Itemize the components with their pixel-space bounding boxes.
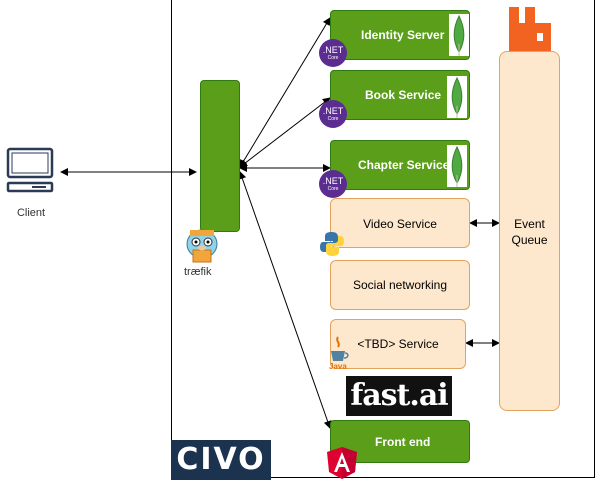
video-service-box: Video Service bbox=[330, 198, 470, 248]
python-logo bbox=[320, 232, 344, 256]
book-service-label: Book Service bbox=[365, 88, 442, 102]
mongodb-icon bbox=[447, 145, 467, 187]
java-cup bbox=[331, 336, 349, 361]
java-icon: Java bbox=[327, 335, 349, 373]
rabbitmq-icon bbox=[507, 5, 553, 53]
identity-server-label: Identity Server bbox=[361, 28, 445, 42]
monitor-icon bbox=[6, 147, 54, 193]
chapter-service-box: Chapter Service bbox=[330, 140, 470, 190]
mongodb-icon bbox=[447, 76, 467, 118]
event-queue-label: Event Queue bbox=[511, 217, 548, 247]
event-queue-box: Event Queue bbox=[499, 51, 560, 411]
tbd-service-box: <TBD> Service bbox=[330, 319, 466, 369]
chapter-service-label: Chapter Service bbox=[358, 158, 450, 172]
mongodb-icon bbox=[449, 14, 469, 56]
deployment-frame bbox=[171, 0, 595, 478]
civo-label: CIVO bbox=[176, 442, 266, 477]
rabbitmq-logo bbox=[509, 7, 551, 51]
traefik-label: træfik bbox=[184, 266, 212, 278]
gateway-identity-arrow bbox=[239, 17, 331, 168]
angular-icon bbox=[326, 446, 358, 480]
gateway-book-arrow bbox=[239, 97, 331, 168]
python-icon bbox=[320, 231, 344, 257]
mongodb-leaf bbox=[451, 76, 463, 118]
mongodb-leaf bbox=[453, 14, 465, 56]
java-label: Java bbox=[329, 362, 347, 371]
tbd-service-label: <TBD> Service bbox=[357, 337, 439, 351]
video-service-label: Video Service bbox=[363, 217, 437, 231]
book-service-box: Book Service bbox=[330, 70, 470, 120]
angular-shield bbox=[327, 447, 357, 479]
gopher-icon bbox=[186, 229, 218, 263]
fastai-logo: fast.ai bbox=[346, 376, 452, 416]
identity-server-box: Identity Server bbox=[330, 10, 470, 60]
social-networking-label: Social networking bbox=[352, 278, 448, 292]
client-label: Client bbox=[16, 207, 46, 219]
api-gateway bbox=[200, 80, 240, 232]
social-networking-box: Social networking bbox=[330, 260, 470, 310]
civo-logo: CIVO bbox=[171, 440, 271, 480]
client-node bbox=[6, 147, 56, 200]
traefik-logo: træfik bbox=[182, 224, 222, 282]
front-end-label: Front end bbox=[375, 434, 431, 449]
mongodb-leaf bbox=[451, 145, 463, 187]
gateway-frontend-arrow bbox=[238, 171, 332, 429]
